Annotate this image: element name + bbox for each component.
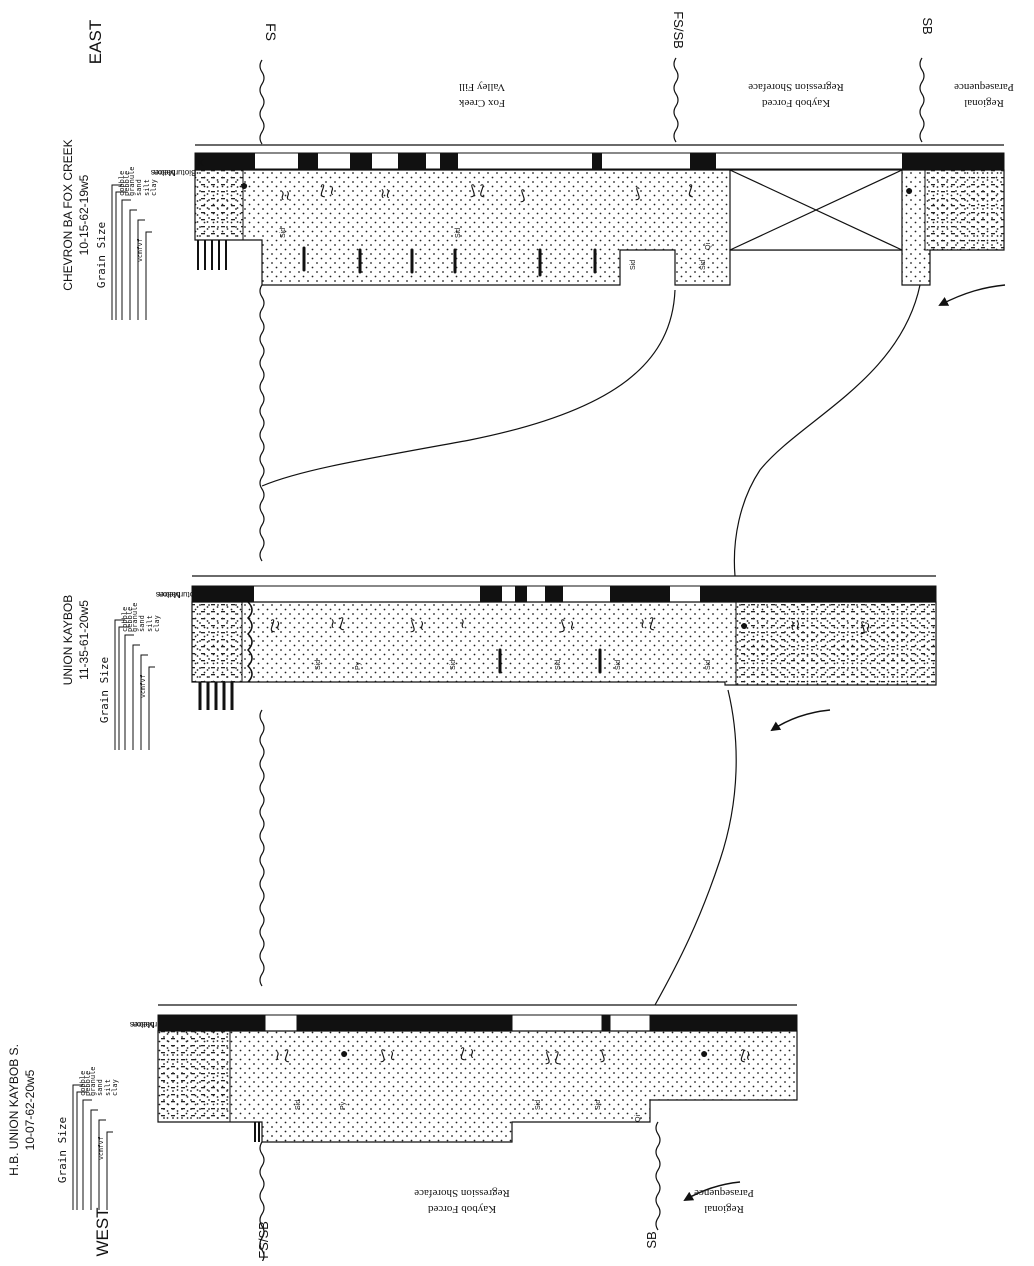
surface-line-fs <box>260 60 264 144</box>
svg-text:sand: sand <box>96 1079 104 1096</box>
svg-text:≀≀: ≀≀ <box>380 185 391 201</box>
well-log-union-kaybob: Metres Bioturbation ⟅≀≀ ⟅⟆ ≀ ≀⟆ ≀≀ ⟅ ●≀≀… <box>156 576 936 710</box>
svg-text:Sid: Sid <box>630 260 637 270</box>
svg-text:●: ● <box>700 1045 708 1061</box>
interval-label-kaybob-shoreface-top: Kaybob Forced Regression Shoreface <box>748 81 844 109</box>
svg-text:10-15-62-19w5: 10-15-62-19w5 <box>77 174 91 255</box>
svg-text:Sid: Sid <box>450 660 457 670</box>
svg-text:Parasequence: Parasequence <box>694 1187 754 1199</box>
svg-text:Sid: Sid <box>555 660 562 670</box>
well-header-hb-union: H.B. UNION KAYBOB S. 10-07-62-20w5 <box>7 1044 37 1176</box>
svg-text:⟆ ⟅: ⟆ ⟅ <box>545 1049 560 1065</box>
svg-text:sand: sand <box>138 615 146 632</box>
interval-label-fox-creek-valley-fill: Fox Creek Valley Fill <box>458 81 505 109</box>
svg-text:Py: Py <box>355 661 362 670</box>
svg-text:⟆ ⟅: ⟆ ⟅ <box>470 182 485 198</box>
svg-text:Sid: Sid <box>315 660 322 670</box>
bioturbation-bar-well-3 <box>158 1015 797 1031</box>
svg-text:clay: clay <box>153 615 161 632</box>
svg-text:⟆: ⟆ <box>520 187 525 203</box>
svg-text:≀≀: ≀≀ <box>280 187 291 203</box>
svg-text:K: K <box>198 158 204 168</box>
svg-text:Grain Size: Grain Size <box>98 657 111 723</box>
missing-core-x <box>730 170 902 250</box>
svg-text:≀: ≀ <box>460 615 465 631</box>
svg-text:⟅ ≀: ⟅ ≀ <box>460 1045 475 1061</box>
svg-text:Qi: Qi <box>705 243 712 250</box>
interval-label-regional-parasequence-top: Regional Parasequence <box>954 81 1014 109</box>
east-label: EAST <box>86 20 105 64</box>
svg-text:Valley Fill: Valley Fill <box>459 81 505 93</box>
svg-text:Sid: Sid <box>280 228 287 238</box>
svg-text:Sid: Sid <box>700 260 707 270</box>
svg-text:Kaybob Forced: Kaybob Forced <box>427 1203 496 1215</box>
svg-text:●: ● <box>905 182 913 198</box>
svg-text:⟅≀: ⟅≀ <box>270 617 281 633</box>
svg-text:clay: clay <box>150 179 158 196</box>
surface-label-fssb-bottom: FS/SB <box>256 1221 271 1259</box>
well-header-union: UNION KAYBOB 11-35-61-20w5 <box>61 595 91 685</box>
svg-text:⟆: ⟆ <box>635 185 640 201</box>
well-header-chevron: CHEVRON BA FOX CREEK 10-15-62-19w5 <box>61 139 91 290</box>
svg-text:Parasequence: Parasequence <box>954 81 1014 93</box>
svg-text:⟅≀: ⟅≀ <box>740 1047 751 1063</box>
svg-text:vcmfvf: vcmfvf <box>136 238 144 262</box>
svg-text:Sid: Sid <box>295 1100 302 1110</box>
svg-text:Regional: Regional <box>964 97 1004 109</box>
svg-text:Sid: Sid <box>455 228 462 238</box>
svg-text:UNION KAYBOB: UNION KAYBOB <box>61 595 75 685</box>
svg-text:H.B. UNION KAYBOB S.: H.B. UNION KAYBOB S. <box>7 1044 21 1176</box>
svg-text:Regional: Regional <box>704 1203 744 1215</box>
well-log-chevron: Metres Bioturbation <box>151 145 1004 285</box>
svg-text:Grain Size: Grain Size <box>95 222 108 288</box>
svg-text:Sid: Sid <box>535 1100 542 1110</box>
svg-text:CHEVRON BA FOX CREEK: CHEVRON BA FOX CREEK <box>61 139 75 290</box>
surface-label-sb-bottom: SB <box>644 1231 659 1248</box>
svg-text:Fox Creek: Fox Creek <box>458 97 505 109</box>
west-label: WEST <box>93 1207 112 1256</box>
surface-line-fssb <box>674 58 678 142</box>
grain-size-legend-well-3: Grain Size cobble pebble granule sand si… <box>56 1066 119 1210</box>
svg-text:≀ ⟅: ≀ ⟅ <box>275 1047 290 1063</box>
svg-text:vcmfvf: vcmfvf <box>97 1136 105 1160</box>
svg-text:⟆ ≀: ⟆ ≀ <box>560 617 575 633</box>
svg-text:≀ ⟅: ≀ ⟅ <box>640 615 655 631</box>
svg-text:⟅ ≀: ⟅ ≀ <box>320 182 335 198</box>
svg-text:Regression Shoreface: Regression Shoreface <box>748 81 844 93</box>
surface-label-fssb-top: FS/SB <box>671 11 686 49</box>
svg-text:⟆ ≀: ⟆ ≀ <box>410 617 425 633</box>
svg-text:Sid: Sid <box>595 1100 602 1110</box>
well-log-hb-union-kaybob: Metres Bioturbation ≀ ⟅●⟆ ≀ ⟅ ≀⟆ ⟅⟆ ●⟅≀ … <box>130 1005 797 1142</box>
svg-text:⟆≀: ⟆≀ <box>860 619 871 635</box>
grain-size-legend-well-2: Grain Size cobble pebble granule sand si… <box>98 602 161 750</box>
svg-text:≀ ⟅: ≀ ⟅ <box>330 615 345 631</box>
svg-text:Kaybob Forced: Kaybob Forced <box>761 97 830 109</box>
svg-text:⟆: ⟆ <box>600 1047 605 1063</box>
svg-text:Sid: Sid <box>705 660 712 670</box>
surface-label-sb-top: SB <box>920 17 935 34</box>
svg-text:vcmfvf: vcmfvf <box>139 674 147 698</box>
surface-line-sb <box>920 58 924 142</box>
svg-text:11-35-61-20w5: 11-35-61-20w5 <box>77 600 91 680</box>
svg-text:Py: Py <box>340 1101 347 1110</box>
svg-text:Qi: Qi <box>635 1115 642 1122</box>
svg-text:clay: clay <box>111 1079 119 1096</box>
svg-text:≀≀: ≀≀ <box>790 617 801 633</box>
svg-text:Bioturbation: Bioturbation <box>154 168 197 177</box>
svg-text:●: ● <box>340 1045 348 1061</box>
surface-label-fs-top: FS <box>263 23 279 41</box>
svg-text:Sid: Sid <box>615 660 622 670</box>
grain-size-legend-well-1: Grain Size cobble pebble granule sand si… <box>95 166 158 320</box>
svg-text:sand: sand <box>135 179 143 196</box>
svg-text:Regression Shoreface: Regression Shoreface <box>414 1187 510 1199</box>
svg-text:⟅: ⟅ <box>688 182 693 198</box>
svg-text:10-07-62-20w5: 10-07-62-20w5 <box>23 1069 37 1150</box>
svg-text:●: ● <box>240 177 248 193</box>
interval-label-kaybob-shoreface-bottom: Kaybob Forced Regression Shoreface <box>414 1187 510 1215</box>
svg-text:●: ● <box>740 617 748 633</box>
svg-text:⟆ ≀: ⟆ ≀ <box>380 1047 395 1063</box>
svg-text:Grain Size: Grain Size <box>56 1117 69 1183</box>
interval-label-regional-parasequence-bottom: Regional Parasequence <box>694 1187 754 1215</box>
